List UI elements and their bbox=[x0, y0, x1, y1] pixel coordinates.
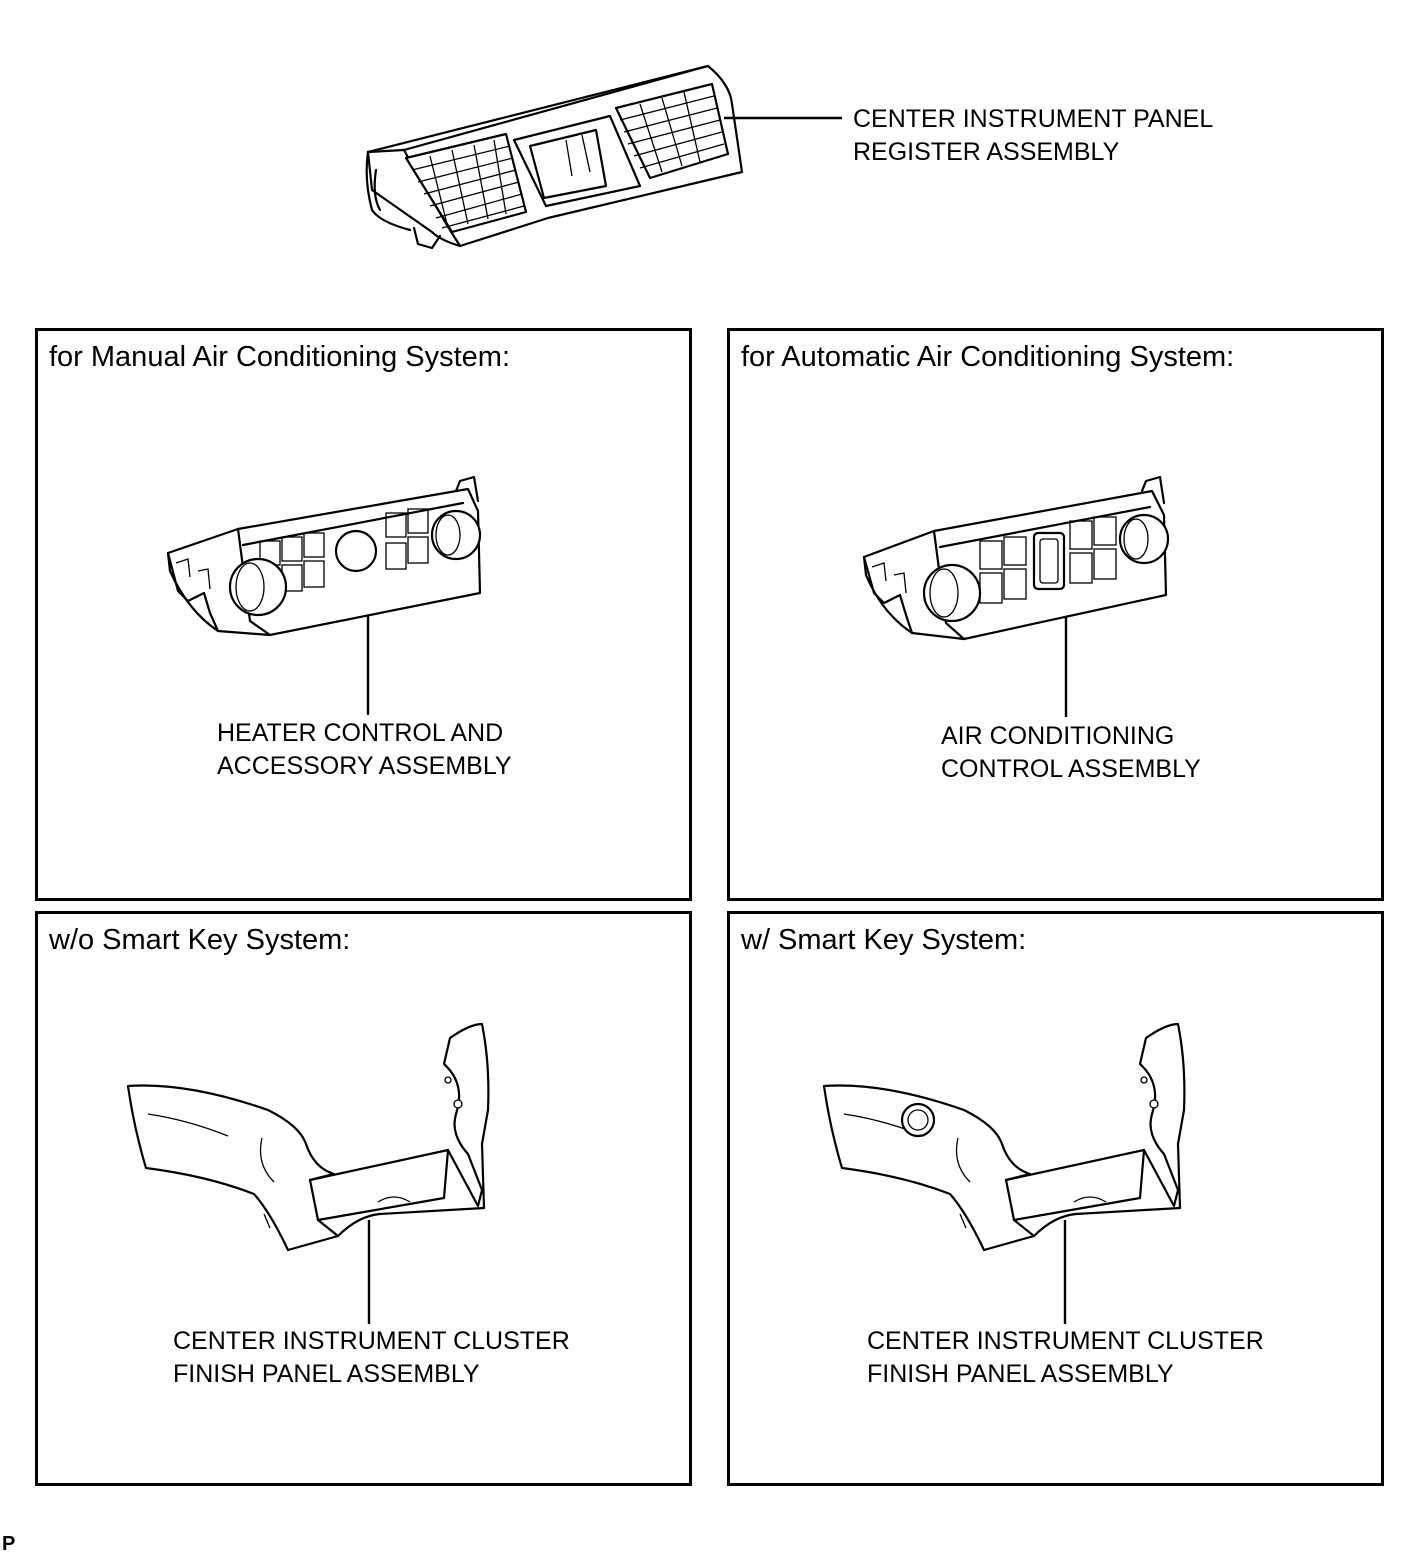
panel-without-smart-key: w/o Smart Key System: CENTER INSTRUMENT … bbox=[35, 911, 692, 1486]
panel-manual-ac-title: for Manual Air Conditioning System: bbox=[49, 341, 510, 373]
finish-panel-label-no-key: CENTER INSTRUMENT CLUSTER FINISH PANEL A… bbox=[173, 1325, 570, 1391]
panel-with-smart-key: w/ Smart Key System: CENTER INSTRUMENT C… bbox=[727, 911, 1384, 1486]
heater-label-line2: ACCESSORY ASSEMBLY bbox=[217, 752, 512, 780]
corner-mark: P bbox=[2, 1533, 16, 1555]
register-assembly-drawing bbox=[365, 64, 842, 250]
panel-automatic-ac-title: for Automatic Air Conditioning System: bbox=[741, 341, 1235, 373]
finish-label-no-key-line2: FINISH PANEL ASSEMBLY bbox=[173, 1360, 480, 1388]
finish-panel-label-with-key: CENTER INSTRUMENT CLUSTER FINISH PANEL A… bbox=[867, 1325, 1264, 1391]
finish-panel-drawing-with-key bbox=[822, 1022, 1186, 1324]
finish-label-with-key-line2: FINISH PANEL ASSEMBLY bbox=[867, 1360, 1174, 1388]
finish-label-no-key-line1: CENTER INSTRUMENT CLUSTER bbox=[173, 1327, 570, 1355]
register-label-line1: CENTER INSTRUMENT PANEL bbox=[853, 105, 1214, 133]
register-assembly-label: CENTER INSTRUMENT PANEL REGISTER ASSEMBL… bbox=[853, 103, 1213, 169]
panel-with-smart-key-title: w/ Smart Key System: bbox=[741, 924, 1027, 956]
panel-manual-ac: for Manual Air Conditioning System: HEAT… bbox=[35, 328, 692, 901]
ac-control-label: AIR CONDITIONING CONTROL ASSEMBLY bbox=[941, 720, 1201, 786]
register-label-line2: REGISTER ASSEMBLY bbox=[853, 138, 1120, 166]
ac-label-line1: AIR CONDITIONING bbox=[941, 722, 1175, 750]
ac-label-line2: CONTROL ASSEMBLY bbox=[941, 755, 1201, 783]
finish-panel-drawing-no-key bbox=[126, 1022, 490, 1324]
heater-control-label: HEATER CONTROL AND ACCESSORY ASSEMBLY bbox=[217, 717, 512, 783]
heater-control-drawing bbox=[166, 475, 482, 715]
finish-label-with-key-line1: CENTER INSTRUMENT CLUSTER bbox=[867, 1327, 1264, 1355]
panel-automatic-ac: for Automatic Air Conditioning System: A… bbox=[727, 328, 1384, 901]
heater-label-line1: HEATER CONTROL AND bbox=[217, 719, 504, 747]
panel-without-smart-key-title: w/o Smart Key System: bbox=[49, 924, 351, 956]
ac-control-drawing bbox=[862, 475, 1170, 717]
